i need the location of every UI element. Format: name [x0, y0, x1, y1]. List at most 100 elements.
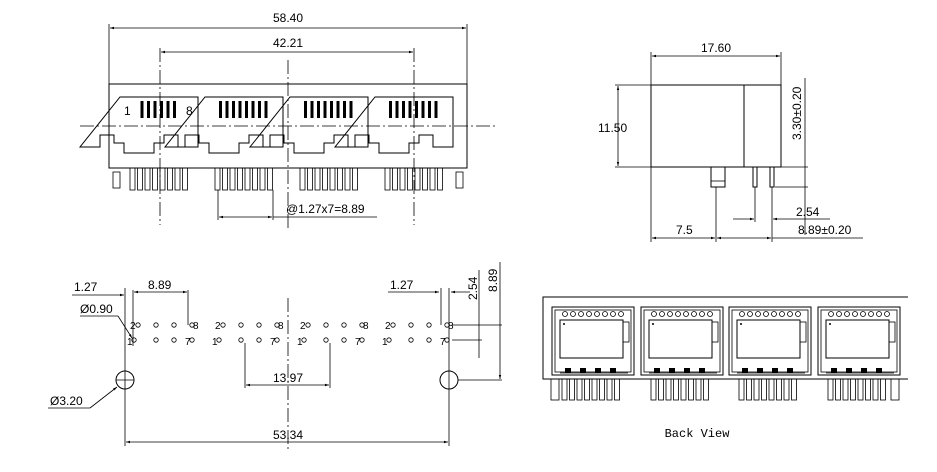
contact — [238, 101, 242, 118]
pin-label: 7 — [270, 337, 276, 348]
pin-hole — [153, 322, 159, 328]
contact — [323, 101, 327, 118]
contact — [343, 101, 346, 118]
pin — [665, 378, 672, 401]
led-hole — [828, 311, 834, 317]
pin-label: 1 — [127, 337, 133, 348]
pin-hole — [301, 337, 307, 343]
contact-block — [757, 368, 763, 373]
pin-hole — [444, 337, 450, 343]
contact-block — [610, 368, 616, 373]
pin-number-first: 1 — [124, 104, 131, 118]
pin — [237, 167, 243, 191]
pin-label: 2 — [385, 321, 391, 332]
pin — [229, 167, 236, 191]
pin — [576, 378, 583, 401]
led-hole — [707, 311, 713, 317]
pin — [299, 167, 306, 191]
pin-hole — [189, 337, 195, 343]
led-hole — [610, 311, 616, 317]
contact — [219, 101, 222, 118]
pin — [352, 167, 358, 191]
contact — [251, 101, 255, 118]
pin — [129, 167, 136, 191]
pin-hole — [220, 322, 226, 328]
side-tab — [888, 321, 896, 343]
dim-pin-spacing: 2.54 — [796, 205, 820, 219]
pin-number-last: 8 — [186, 104, 193, 118]
led-hole — [659, 311, 665, 317]
pin-hole — [171, 337, 177, 343]
front-view: 58.40 42.21 @1.27x7=8.89 1 8 — [78, 11, 495, 230]
contact-block — [595, 368, 601, 373]
pin — [850, 378, 856, 401]
contact — [317, 101, 320, 118]
pin-label: 2 — [300, 321, 306, 332]
pin — [865, 378, 871, 401]
contact — [232, 101, 235, 118]
pin — [614, 378, 620, 401]
pcb-window — [648, 319, 713, 359]
pin — [159, 167, 166, 191]
contact — [349, 101, 353, 118]
led-hole — [739, 311, 745, 317]
contact-block — [831, 368, 837, 373]
shield-tab — [112, 171, 121, 189]
contact — [225, 101, 229, 118]
pin — [307, 167, 313, 191]
led-hole — [852, 311, 858, 317]
led-hole — [844, 311, 850, 317]
pin-hole — [256, 337, 262, 343]
back-port-inner — [731, 309, 809, 373]
pin-hole — [390, 322, 396, 328]
marker-dot — [829, 323, 831, 325]
back-port-inner — [554, 309, 632, 373]
pin — [392, 167, 398, 191]
pin-label: 2 — [130, 321, 136, 332]
side-tab — [799, 321, 807, 343]
pin-label: 2 — [215, 321, 221, 332]
pin — [606, 378, 613, 401]
pin-hole — [256, 322, 262, 328]
contact — [264, 101, 268, 118]
pin — [244, 167, 251, 191]
dim-edge-left: 1.27 — [74, 280, 98, 294]
pin-hole — [341, 322, 347, 328]
pin-label: 8 — [363, 321, 369, 332]
pin — [688, 378, 694, 401]
pin — [791, 378, 797, 401]
contact — [173, 101, 176, 118]
pin — [252, 167, 258, 191]
back-outline — [542, 296, 908, 380]
contact — [402, 101, 405, 118]
back-port — [551, 306, 635, 376]
contact — [336, 101, 340, 118]
pin-label: 1 — [212, 337, 218, 348]
contact-block — [684, 368, 690, 373]
contact — [395, 101, 399, 118]
pin-hole — [386, 337, 392, 343]
pin — [167, 167, 173, 191]
pin — [384, 167, 391, 191]
pin — [174, 167, 181, 191]
pin — [144, 167, 151, 191]
pin — [569, 378, 575, 401]
pin — [753, 378, 760, 401]
pcb-window — [559, 319, 624, 359]
back-port — [817, 306, 901, 376]
contact-block — [580, 368, 586, 373]
contact — [408, 101, 412, 118]
shield-tab — [550, 378, 560, 401]
dim-pin-hole-dia: Ø0.90 — [80, 302, 113, 316]
led-hole — [795, 311, 801, 317]
pcb-window — [736, 319, 801, 359]
pin — [152, 167, 158, 191]
contact-block — [787, 368, 793, 373]
pin-hole — [274, 322, 280, 328]
dim-mount-hole-dia: Ø3.20 — [50, 394, 83, 408]
pin — [673, 378, 679, 401]
pin-hole — [426, 322, 432, 328]
contact — [389, 101, 392, 118]
pin-hole — [341, 337, 347, 343]
pin-hole — [135, 322, 141, 328]
